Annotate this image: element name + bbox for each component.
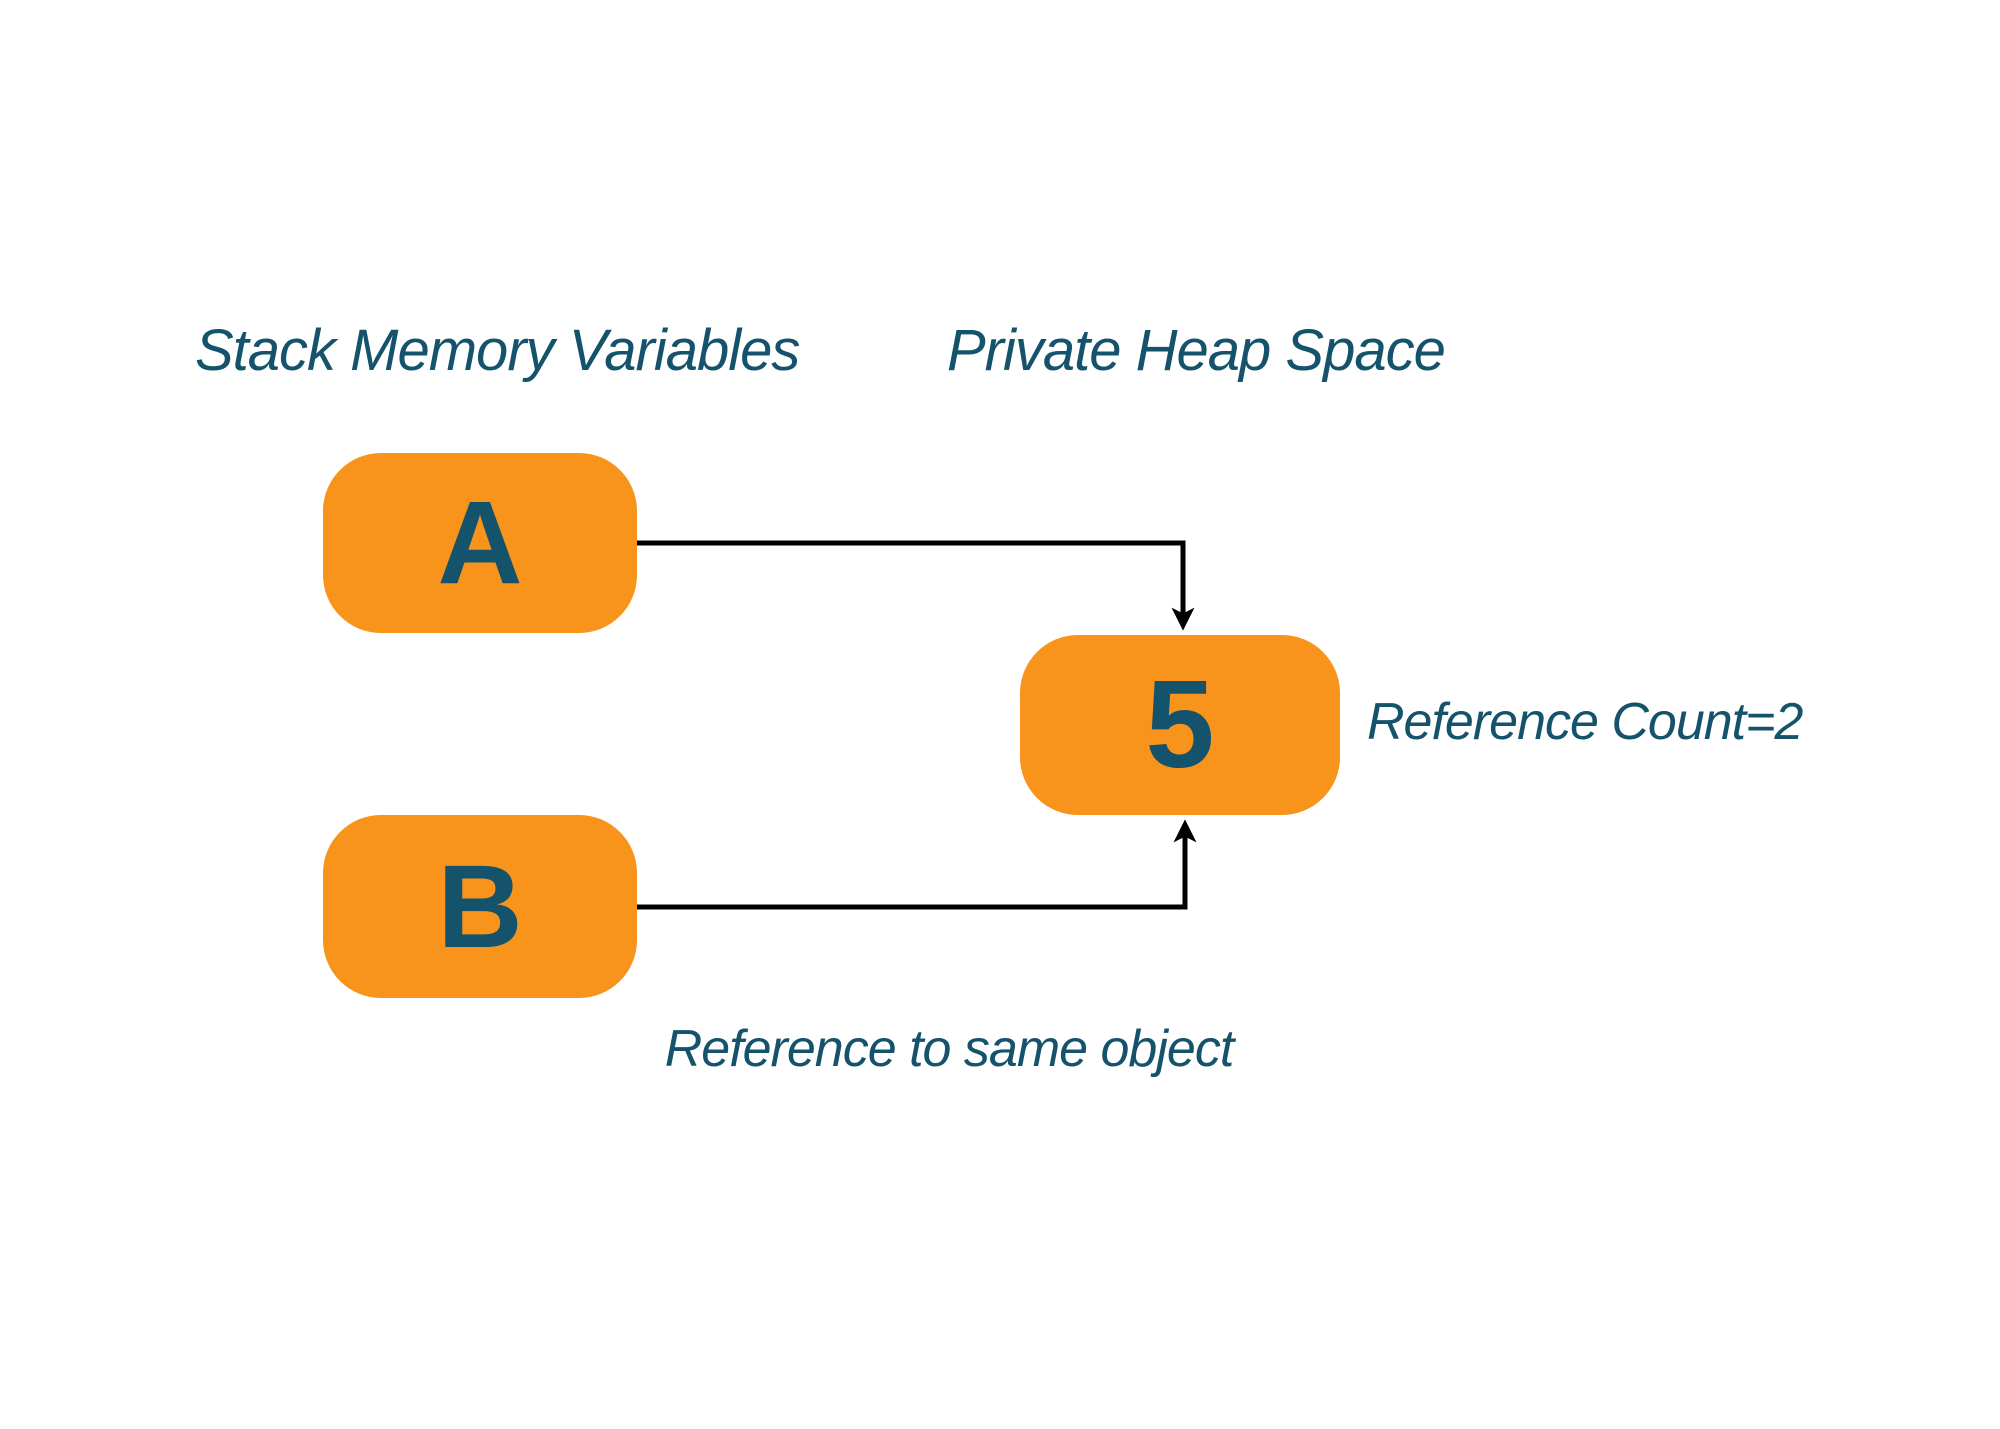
stack-memory-title: Stack Memory Variables — [195, 318, 800, 383]
reference-count-annotation: Reference Count=2 — [1367, 693, 1803, 751]
stack-variable-b-node: B — [323, 815, 637, 998]
arrow-b-to-object — [637, 819, 1197, 910]
arrow-a-to-object — [637, 540, 1195, 631]
heap-object-node: 5 — [1020, 635, 1340, 815]
variable-a-label: A — [437, 477, 523, 609]
variable-b-label: B — [437, 840, 523, 973]
same-object-annotation: Reference to same object — [664, 1020, 1235, 1078]
stack-variable-a-node: A — [323, 453, 637, 633]
private-heap-title: Private Heap Space — [947, 318, 1446, 383]
heap-object-value: 5 — [1145, 656, 1215, 794]
